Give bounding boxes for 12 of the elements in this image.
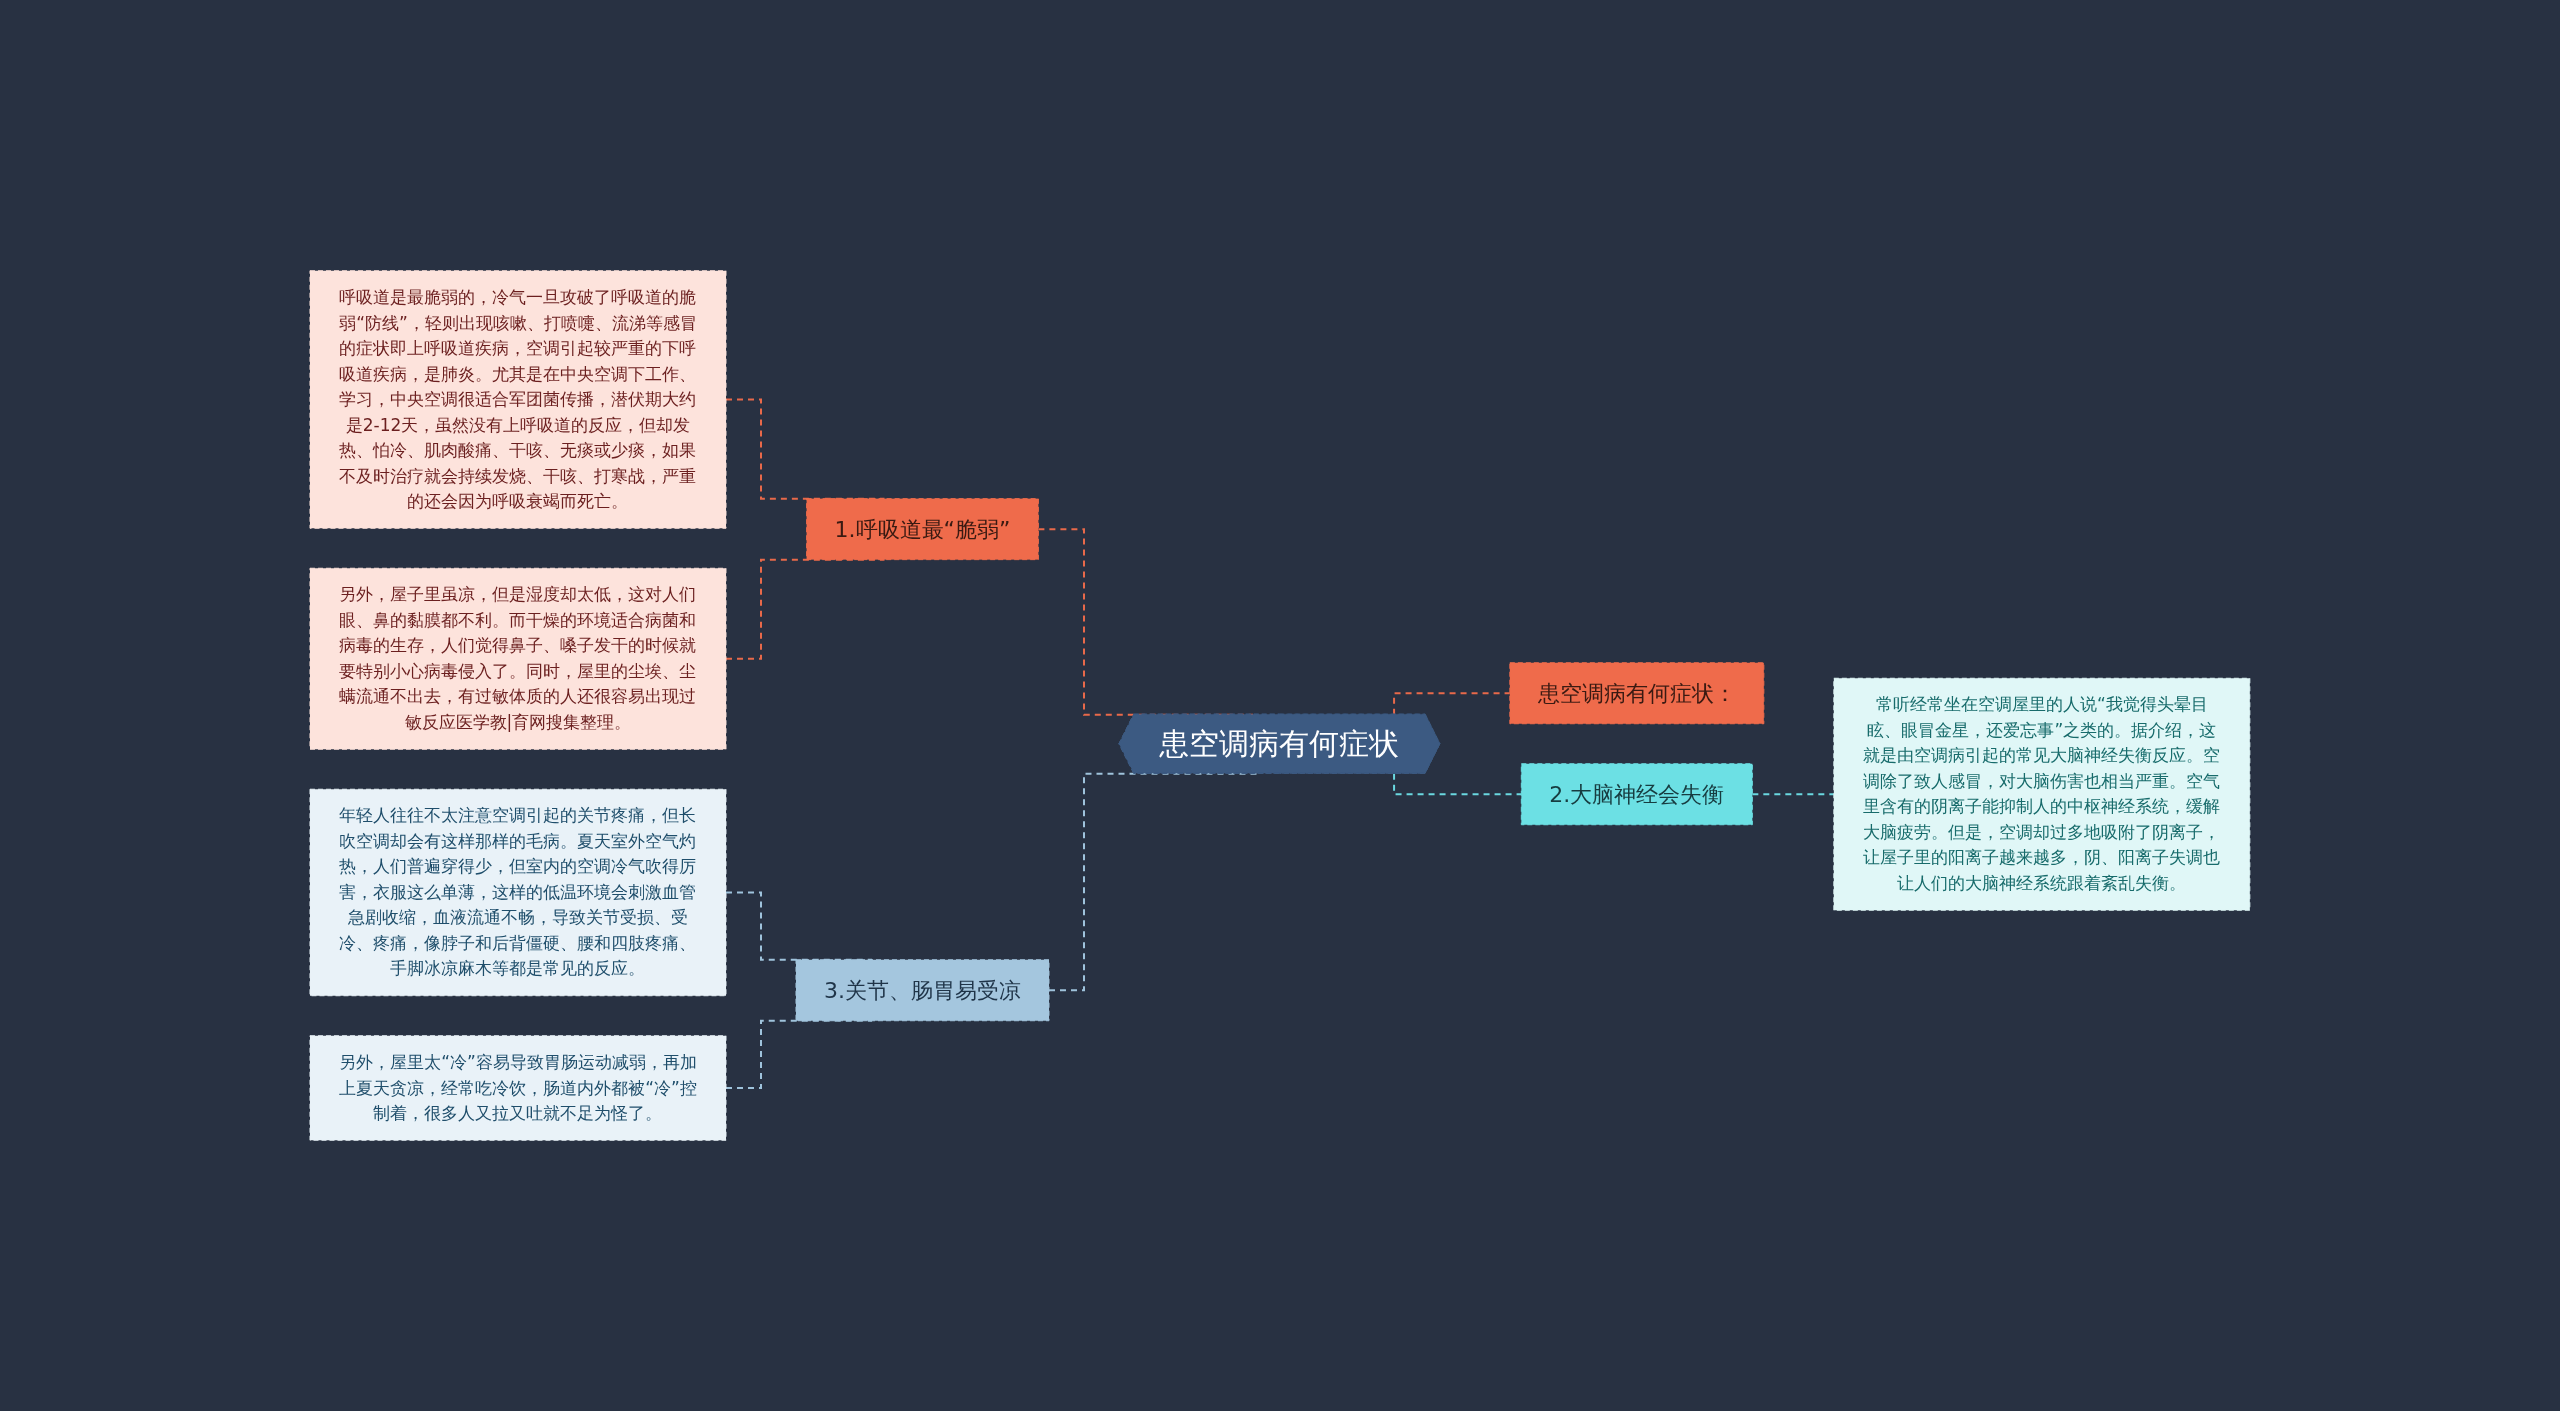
node-box: 另外，屋里太“冷”容易导致胃肠运动减弱，再加上夏天贪凉，经常吃冷饮，肠道内外都被“冷”控制着，很多人又拉又吐就不足为怪了。 [309, 1035, 727, 1141]
node-box: 年轻人往往不太注意空调引起的关节疼痛，但长吹空调却会有这样那样的毛病。夏天室外空气灼热，人们普遍穿得少，但室内的空调冷气吹得厉害，衣服这么单薄，这样的低温环境会刺激血管急剧收缩，血液流通不畅，导致关节受损、受冷、疼痛，像脖子和后背僵硬、腰和四肢疼痛、手脚冰凉麻木等都是常见的反应。 [309, 788, 727, 997]
node-box: 另外，屋子里虽凉，但是湿度却太低，这对人们眼、鼻的黏膜都不利。而干燥的环境适合病菌和病毒的生存，人们觉得鼻子、嗓子发干的时候就要特别小心病毒侵入了。同时，屋里的尘埃、尘螨流通不出去，有过敏体质的人还很容易出现过敏反应医学教|育网搜集整理。 [309, 567, 727, 750]
connector [1751, 793, 1835, 796]
connector [1393, 772, 1523, 796]
node-box: 常听经常坐在空调屋里的人说“我觉得头晕目眩、眼冒金星，还爱忘事”之类的。据介绍，这就是由空调病引起的常见大脑神经失衡反应。空调除了致人感冒，对大脑伤害也相当严重。空气里含有的阴离子能抑制人的中枢神经系统，缓解大脑疲劳。但是，空调却过多地吸附了阴离子，让屋子里的阳离子越来越多，阴、阳离子失调也让人们的大脑神经系统跟着紊乱失衡。 [1833, 677, 2251, 911]
connector [1393, 692, 1511, 716]
node-box: 3.关节、肠胃易受凉 [795, 959, 1050, 1022]
node-box: 呼吸道是最脆弱的，冷气一旦攻破了呼吸道的脆弱“防线”，轻则出现咳嗽、打喷嚏、流涕等感冒的症状即上呼吸道疾病，空调引起较严重的下呼吸道疾病，是肺炎。尤其是在中央空调下工作、学习，中央空调很适合军团菌传播，潜伏期大约是2-12天，虽然没有上呼吸道的反应，但却发热、怕冷、肌肉酸痛、干咳、无痰或少痰，如果不及时治疗就会持续发烧、干咳、打寒战，严重的还会因为呼吸衰竭而死亡。 [309, 270, 727, 529]
node-box: 患空调病有何症状： [1509, 662, 1765, 725]
node-box: 1.呼吸道最“脆弱” [806, 498, 1039, 561]
node-box: 2.大脑神经会失衡 [1520, 763, 1753, 826]
